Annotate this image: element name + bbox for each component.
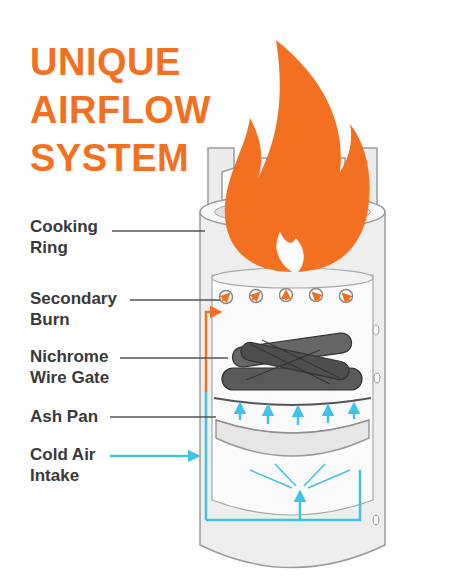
illustration-part bbox=[343, 294, 350, 301]
illustration-part bbox=[252, 293, 259, 300]
illustration-part bbox=[222, 294, 229, 301]
secondary-burn-holes bbox=[220, 289, 353, 304]
illustration-part bbox=[216, 420, 369, 433]
illustration-part bbox=[275, 464, 296, 486]
illustration-part bbox=[110, 416, 216, 417]
illustration-part bbox=[353, 404, 356, 419]
illustration-part bbox=[373, 325, 379, 335]
illustration-part bbox=[239, 404, 242, 420]
stove-body bbox=[200, 194, 385, 568]
illustration-part bbox=[206, 312, 220, 392]
illustration-part bbox=[285, 291, 287, 300]
ash-pan bbox=[216, 420, 369, 456]
illustration-part bbox=[216, 420, 369, 456]
illustration-part bbox=[130, 299, 220, 300]
illustration-part bbox=[214, 398, 371, 405]
illustration-part bbox=[267, 406, 270, 424]
title: UNIQUE AIRFLOW SYSTEM bbox=[30, 38, 220, 182]
illustration-part bbox=[120, 357, 228, 358]
illustration-part bbox=[200, 212, 385, 568]
part-label: Secondary Burn bbox=[30, 288, 134, 330]
illustration-part bbox=[220, 291, 233, 304]
illustration-part bbox=[276, 232, 303, 272]
airflow-arrows bbox=[110, 312, 360, 520]
illustration-part bbox=[373, 515, 379, 525]
illustration-part bbox=[246, 340, 340, 384]
illustration-part bbox=[112, 230, 205, 231]
illustration-part bbox=[308, 470, 350, 488]
illustration-part bbox=[304, 464, 325, 486]
part-label: Cooking Ring bbox=[30, 216, 134, 258]
part-label: Nichrome Wire Gate bbox=[30, 346, 134, 388]
illustration-part bbox=[300, 470, 360, 520]
illustration-part bbox=[250, 290, 263, 303]
illustration-part bbox=[206, 492, 300, 520]
illustration-part bbox=[327, 406, 330, 423]
illustration-part bbox=[310, 289, 323, 302]
illustration-part bbox=[297, 407, 300, 425]
part-label: Ash Pan bbox=[30, 406, 134, 427]
illustration-part bbox=[225, 40, 370, 272]
illustration-part bbox=[250, 470, 292, 488]
illustration-part bbox=[313, 293, 320, 300]
leader-lines bbox=[110, 231, 228, 417]
illustration-part bbox=[110, 455, 198, 458]
flame bbox=[225, 40, 370, 272]
wire-gate bbox=[214, 398, 371, 405]
logs bbox=[222, 332, 362, 390]
illustration-part bbox=[340, 290, 353, 303]
illustration-part bbox=[205, 390, 208, 520]
illustration-part bbox=[212, 275, 373, 515]
illustration-part bbox=[374, 373, 380, 383]
illustration-part bbox=[280, 289, 293, 302]
part-label: Cold Air Intake bbox=[30, 444, 134, 486]
